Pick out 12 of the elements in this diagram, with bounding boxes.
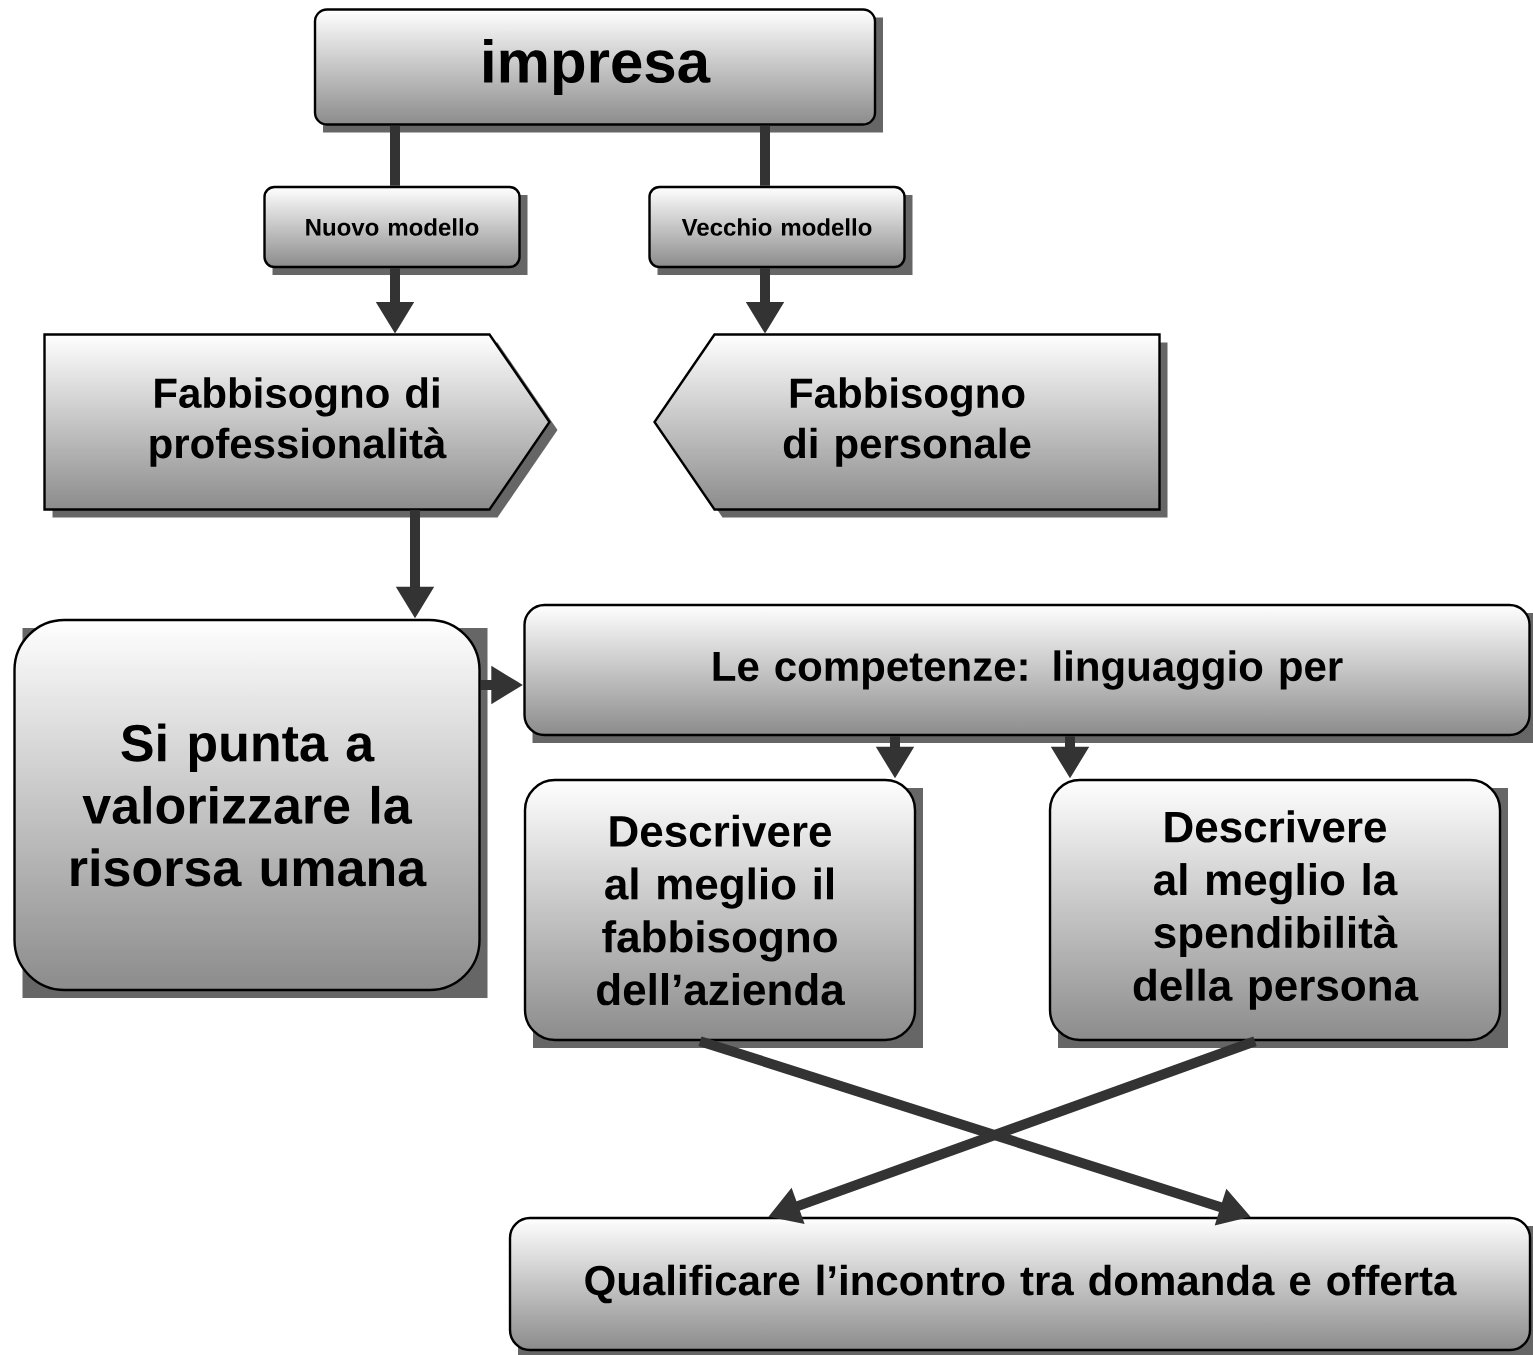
pentagon-box: Fabbisogno di personale bbox=[653, 333, 1168, 518]
rounded-box: Si punta a valorizzare la risorsa umana bbox=[13, 618, 488, 998]
rounded-box: Descrivere al meglio la spendibilità della persona bbox=[1048, 778, 1508, 1048]
rounded-box: Le competenze: linguaggio per bbox=[523, 603, 1533, 743]
rounded-box: Descrivere al meglio il fabbisogno dell’azienda bbox=[523, 778, 923, 1048]
text-box: Vecchio modello bbox=[648, 185, 913, 275]
text-box: Nuovo modello bbox=[263, 185, 528, 275]
connector-line bbox=[760, 125, 770, 186]
text-box: impresa bbox=[313, 8, 883, 133]
rounded-box: Qualificare l’incontro tra domanda e offerta bbox=[508, 1216, 1533, 1355]
connector-line bbox=[390, 125, 400, 186]
pentagon-box: Fabbisogno di professionalità bbox=[43, 333, 558, 518]
